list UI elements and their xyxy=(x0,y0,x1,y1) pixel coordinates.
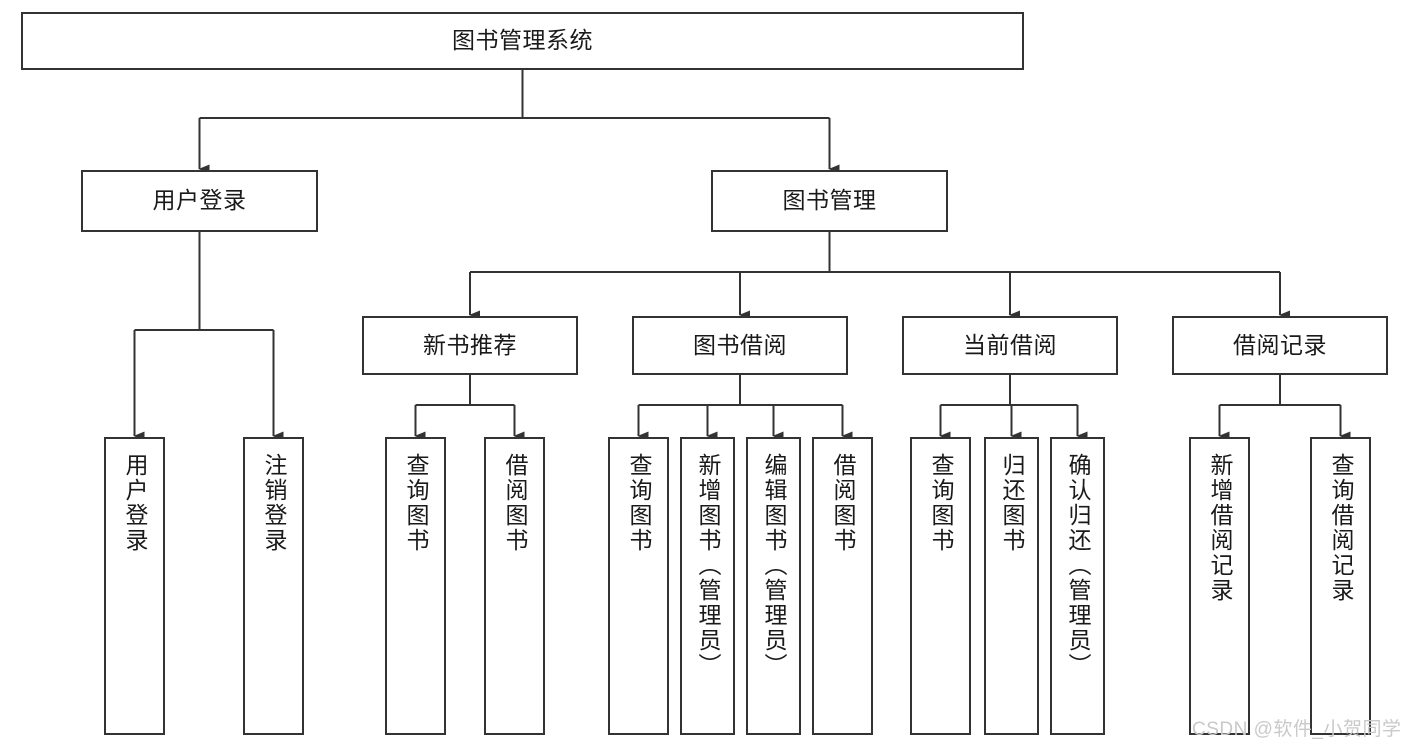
node-label: 图书管理系统 xyxy=(452,27,593,54)
node-leaf-cur-query[interactable]: 查询图书 xyxy=(910,437,971,735)
node-leaf-cur-return[interactable]: 归还图书 xyxy=(984,437,1039,735)
csdn-watermark: CSDN @软件_小贺同学 xyxy=(1192,719,1402,740)
node-label: 编辑图书（管理员） xyxy=(761,453,787,678)
node-label: 新增借阅记录 xyxy=(1207,453,1233,603)
node-leaf-nb-query[interactable]: 查询图书 xyxy=(385,437,446,735)
node-records[interactable]: 借阅记录 xyxy=(1172,316,1388,375)
node-newbook[interactable]: 新书推荐 xyxy=(362,316,578,375)
node-bookmgmt[interactable]: 图书管理 xyxy=(711,170,948,232)
node-label: 确认归还（管理员） xyxy=(1065,453,1091,678)
node-label: 图书借阅 xyxy=(693,331,787,358)
node-label: 查询图书 xyxy=(403,453,429,553)
node-leaf-bw-borrow[interactable]: 借阅图书 xyxy=(812,437,873,735)
node-leaf-user-logout[interactable]: 注销登录 xyxy=(243,437,304,735)
node-leaf-bw-add[interactable]: 新增图书（管理员） xyxy=(680,437,735,735)
node-leaf-nb-borrow[interactable]: 借阅图书 xyxy=(484,437,545,735)
node-label: 新增图书（管理员） xyxy=(695,453,721,678)
node-label: 新书推荐 xyxy=(423,331,517,358)
node-leaf-rec-add[interactable]: 新增借阅记录 xyxy=(1189,437,1250,735)
node-label: 归还图书 xyxy=(999,453,1025,553)
node-label: 用户登录 xyxy=(122,453,148,553)
node-label: 查询借阅记录 xyxy=(1328,453,1354,603)
node-label: 图书管理 xyxy=(782,187,877,214)
node-leaf-bw-query[interactable]: 查询图书 xyxy=(608,437,669,735)
node-label: 当前借阅 xyxy=(963,331,1057,358)
node-label: 查询图书 xyxy=(626,453,652,553)
node-leaf-bw-edit[interactable]: 编辑图书（管理员） xyxy=(746,437,801,735)
node-label: 借阅图书 xyxy=(830,453,856,553)
node-label: 用户登录 xyxy=(152,187,247,214)
node-leaf-rec-query[interactable]: 查询借阅记录 xyxy=(1310,437,1371,735)
node-login[interactable]: 用户登录 xyxy=(81,170,318,232)
node-label: 查询图书 xyxy=(928,453,954,553)
node-label: 注销登录 xyxy=(261,453,287,553)
node-leaf-cur-confirm[interactable]: 确认归还（管理员） xyxy=(1050,437,1105,735)
node-current[interactable]: 当前借阅 xyxy=(902,316,1118,375)
node-label: 借阅记录 xyxy=(1233,331,1327,358)
node-root[interactable]: 图书管理系统 xyxy=(21,12,1024,70)
node-leaf-user-login[interactable]: 用户登录 xyxy=(104,437,165,735)
node-label: 借阅图书 xyxy=(502,453,528,553)
node-borrow[interactable]: 图书借阅 xyxy=(632,316,848,375)
